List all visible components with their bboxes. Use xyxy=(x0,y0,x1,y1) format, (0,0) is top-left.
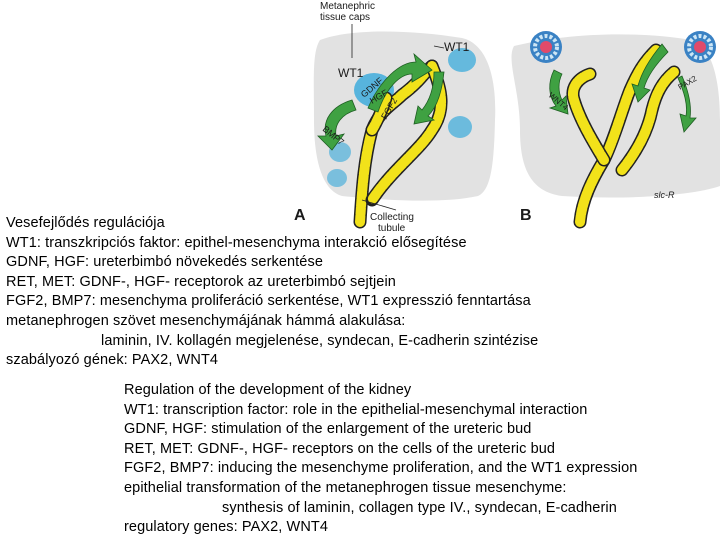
hungarian-line: szabályozó gének: PAX2, WNT4 xyxy=(6,352,219,369)
collecting-tubule-a xyxy=(353,59,448,229)
hungarian-line: metanephrogen szövet mesenchymájának hám… xyxy=(6,312,406,329)
tissue-caps-label-line2: tissue caps xyxy=(320,12,370,23)
hungarian-line: WT1: transzkripciós faktor: epithel-mese… xyxy=(6,234,467,251)
hungarian-text-block: Vesefejlődés regulációja WT1: transzkrip… xyxy=(6,214,538,371)
panel-b-label: B xyxy=(520,207,532,224)
english-line: FGF2, BMP7: inducing the mesenchyme prol… xyxy=(124,460,638,477)
english-line: RET, MET: GDNF-, HGF- receptors on the c… xyxy=(124,440,556,457)
hungarian-line-indented: laminin, IV. kollagén megjelenése, synde… xyxy=(101,332,539,349)
hungarian-title: Vesefejlődés regulációja xyxy=(6,215,165,231)
wt1-label-left: WT1 xyxy=(338,66,364,80)
english-text-block: Regulation of the development of the kid… xyxy=(124,381,637,538)
panel-a-label: A xyxy=(294,207,306,224)
english-line: WT1: transcription factor: role in the e… xyxy=(124,401,588,418)
wt1-label-right: WT1 xyxy=(444,40,470,54)
artist-signature: slc-R xyxy=(654,190,675,200)
kidney-development-figure: Metanephric tissue caps WT1 WT1 GDNF HGF… xyxy=(294,1,720,234)
english-line: epithelial transformation of the metanep… xyxy=(124,479,567,496)
mesenchyme-background-a xyxy=(313,31,496,201)
label-pointer-lines xyxy=(351,24,445,211)
hungarian-line: GDNF, HGF: ureterbimbó növekedés serkent… xyxy=(6,254,323,271)
tissue-caps-label-line1: Metanephric xyxy=(320,1,375,12)
collecting-tubule-label-line1: Collecting xyxy=(370,212,414,223)
hungarian-line: FGF2, BMP7: mesenchyma proliferáció serk… xyxy=(6,293,531,310)
signal-arrows xyxy=(317,43,697,151)
english-line: GDNF, HGF: stimulation of the enlargemen… xyxy=(124,421,532,438)
hungarian-line: RET, MET: GDNF-, HGF- receptorok az uret… xyxy=(6,273,396,290)
english-line: regulatory genes: PAX2, WNT4 xyxy=(124,519,329,536)
collecting-tubule-b xyxy=(566,43,681,229)
english-line-indented: synthesis of laminin, collagen type IV.,… xyxy=(222,499,617,516)
collecting-tubule-label-line2: tubule xyxy=(378,223,406,234)
english-title: Regulation of the development of the kid… xyxy=(124,382,412,398)
renal-vesicle-right xyxy=(684,31,716,63)
renal-vesicle-left xyxy=(530,31,562,63)
